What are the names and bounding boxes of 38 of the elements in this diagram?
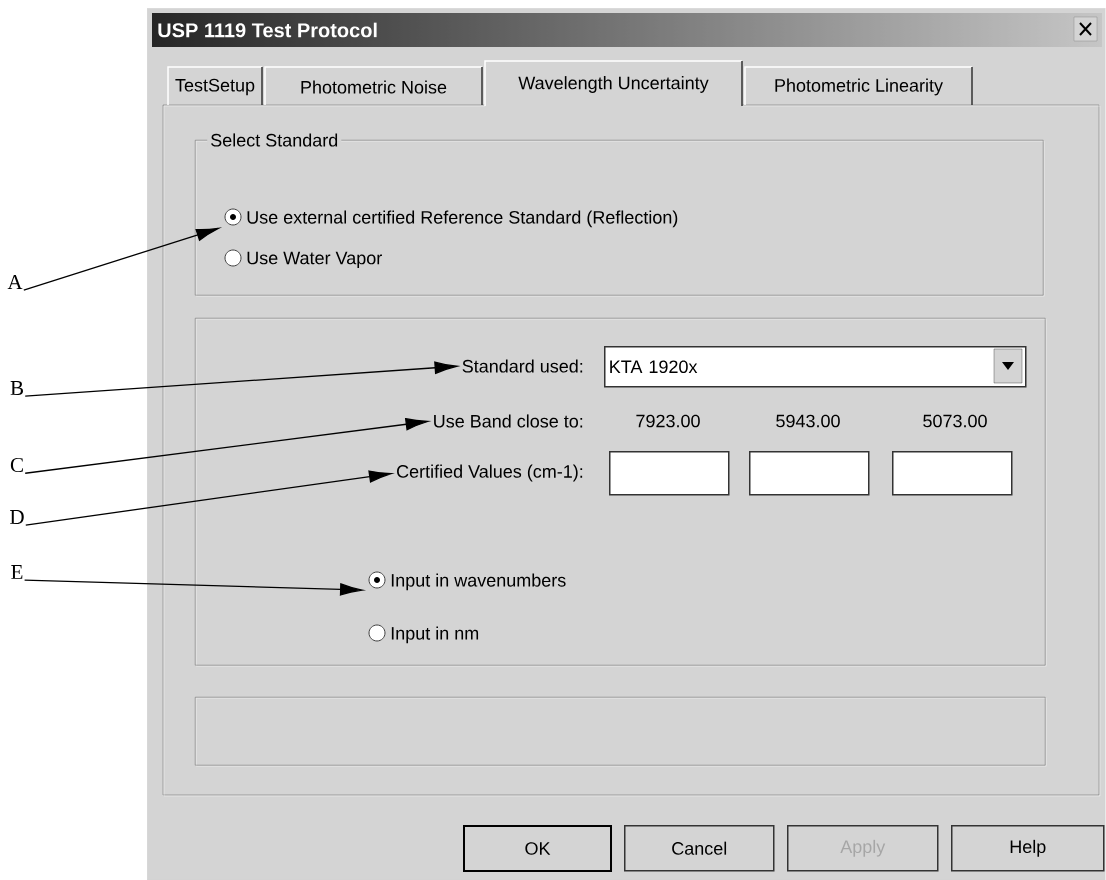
callout-letter: C: [10, 457, 23, 473]
field-label: Certified Values (cm-1):: [397, 464, 583, 482]
input-field: [609, 451, 730, 496]
band-value: 7923.00: [636, 414, 700, 428]
panel-frame: [195, 318, 1047, 667]
node-label: Use Water Vapor: [247, 251, 382, 268]
radio-option: Input in nm: [368, 624, 479, 644]
band-value: 5943.00: [776, 414, 840, 428]
node-label: Input in wavenumbers: [391, 573, 566, 591]
dropdown-field: KTA 1920x: [604, 346, 1027, 388]
field-label: Standard used:: [462, 359, 583, 373]
field-label: Use Band close to:: [434, 414, 583, 428]
tab: Photometric Noise: [264, 66, 483, 106]
callout-letter: E: [11, 565, 23, 579]
leader-line: [23, 227, 219, 291]
radio-option: Input in wavenumbers: [368, 571, 566, 591]
callout-letter: A: [7, 275, 23, 289]
push-button: Cancel: [624, 825, 775, 872]
tab: Photometric Linearity: [744, 66, 973, 106]
band-value: 5073.00: [923, 414, 987, 428]
radio-option: Use Water Vapor: [224, 249, 382, 268]
node-label: Wavelength Uncertainty: [518, 76, 709, 93]
panel-frame: [195, 697, 1047, 767]
leader-line: [23, 579, 363, 596]
node-label: Input in nm: [391, 626, 479, 644]
callout-letter: D: [10, 510, 24, 524]
leader-line: [24, 418, 429, 474]
push-button: Help: [951, 825, 1105, 872]
tab: Wavelength Uncertainty: [484, 60, 743, 108]
tab: TestSetup: [167, 66, 263, 106]
leader-line: [24, 361, 458, 397]
title-bar: USP 1119 Test Protocol: [152, 13, 1102, 47]
input-field: [892, 451, 1013, 496]
callout-letter: B: [10, 381, 23, 395]
input-field: [749, 451, 870, 496]
leader-line: [25, 470, 392, 526]
radio-option: Use external certified Reference Standard (Reflection): [224, 208, 678, 228]
push-button: OK: [463, 825, 612, 872]
